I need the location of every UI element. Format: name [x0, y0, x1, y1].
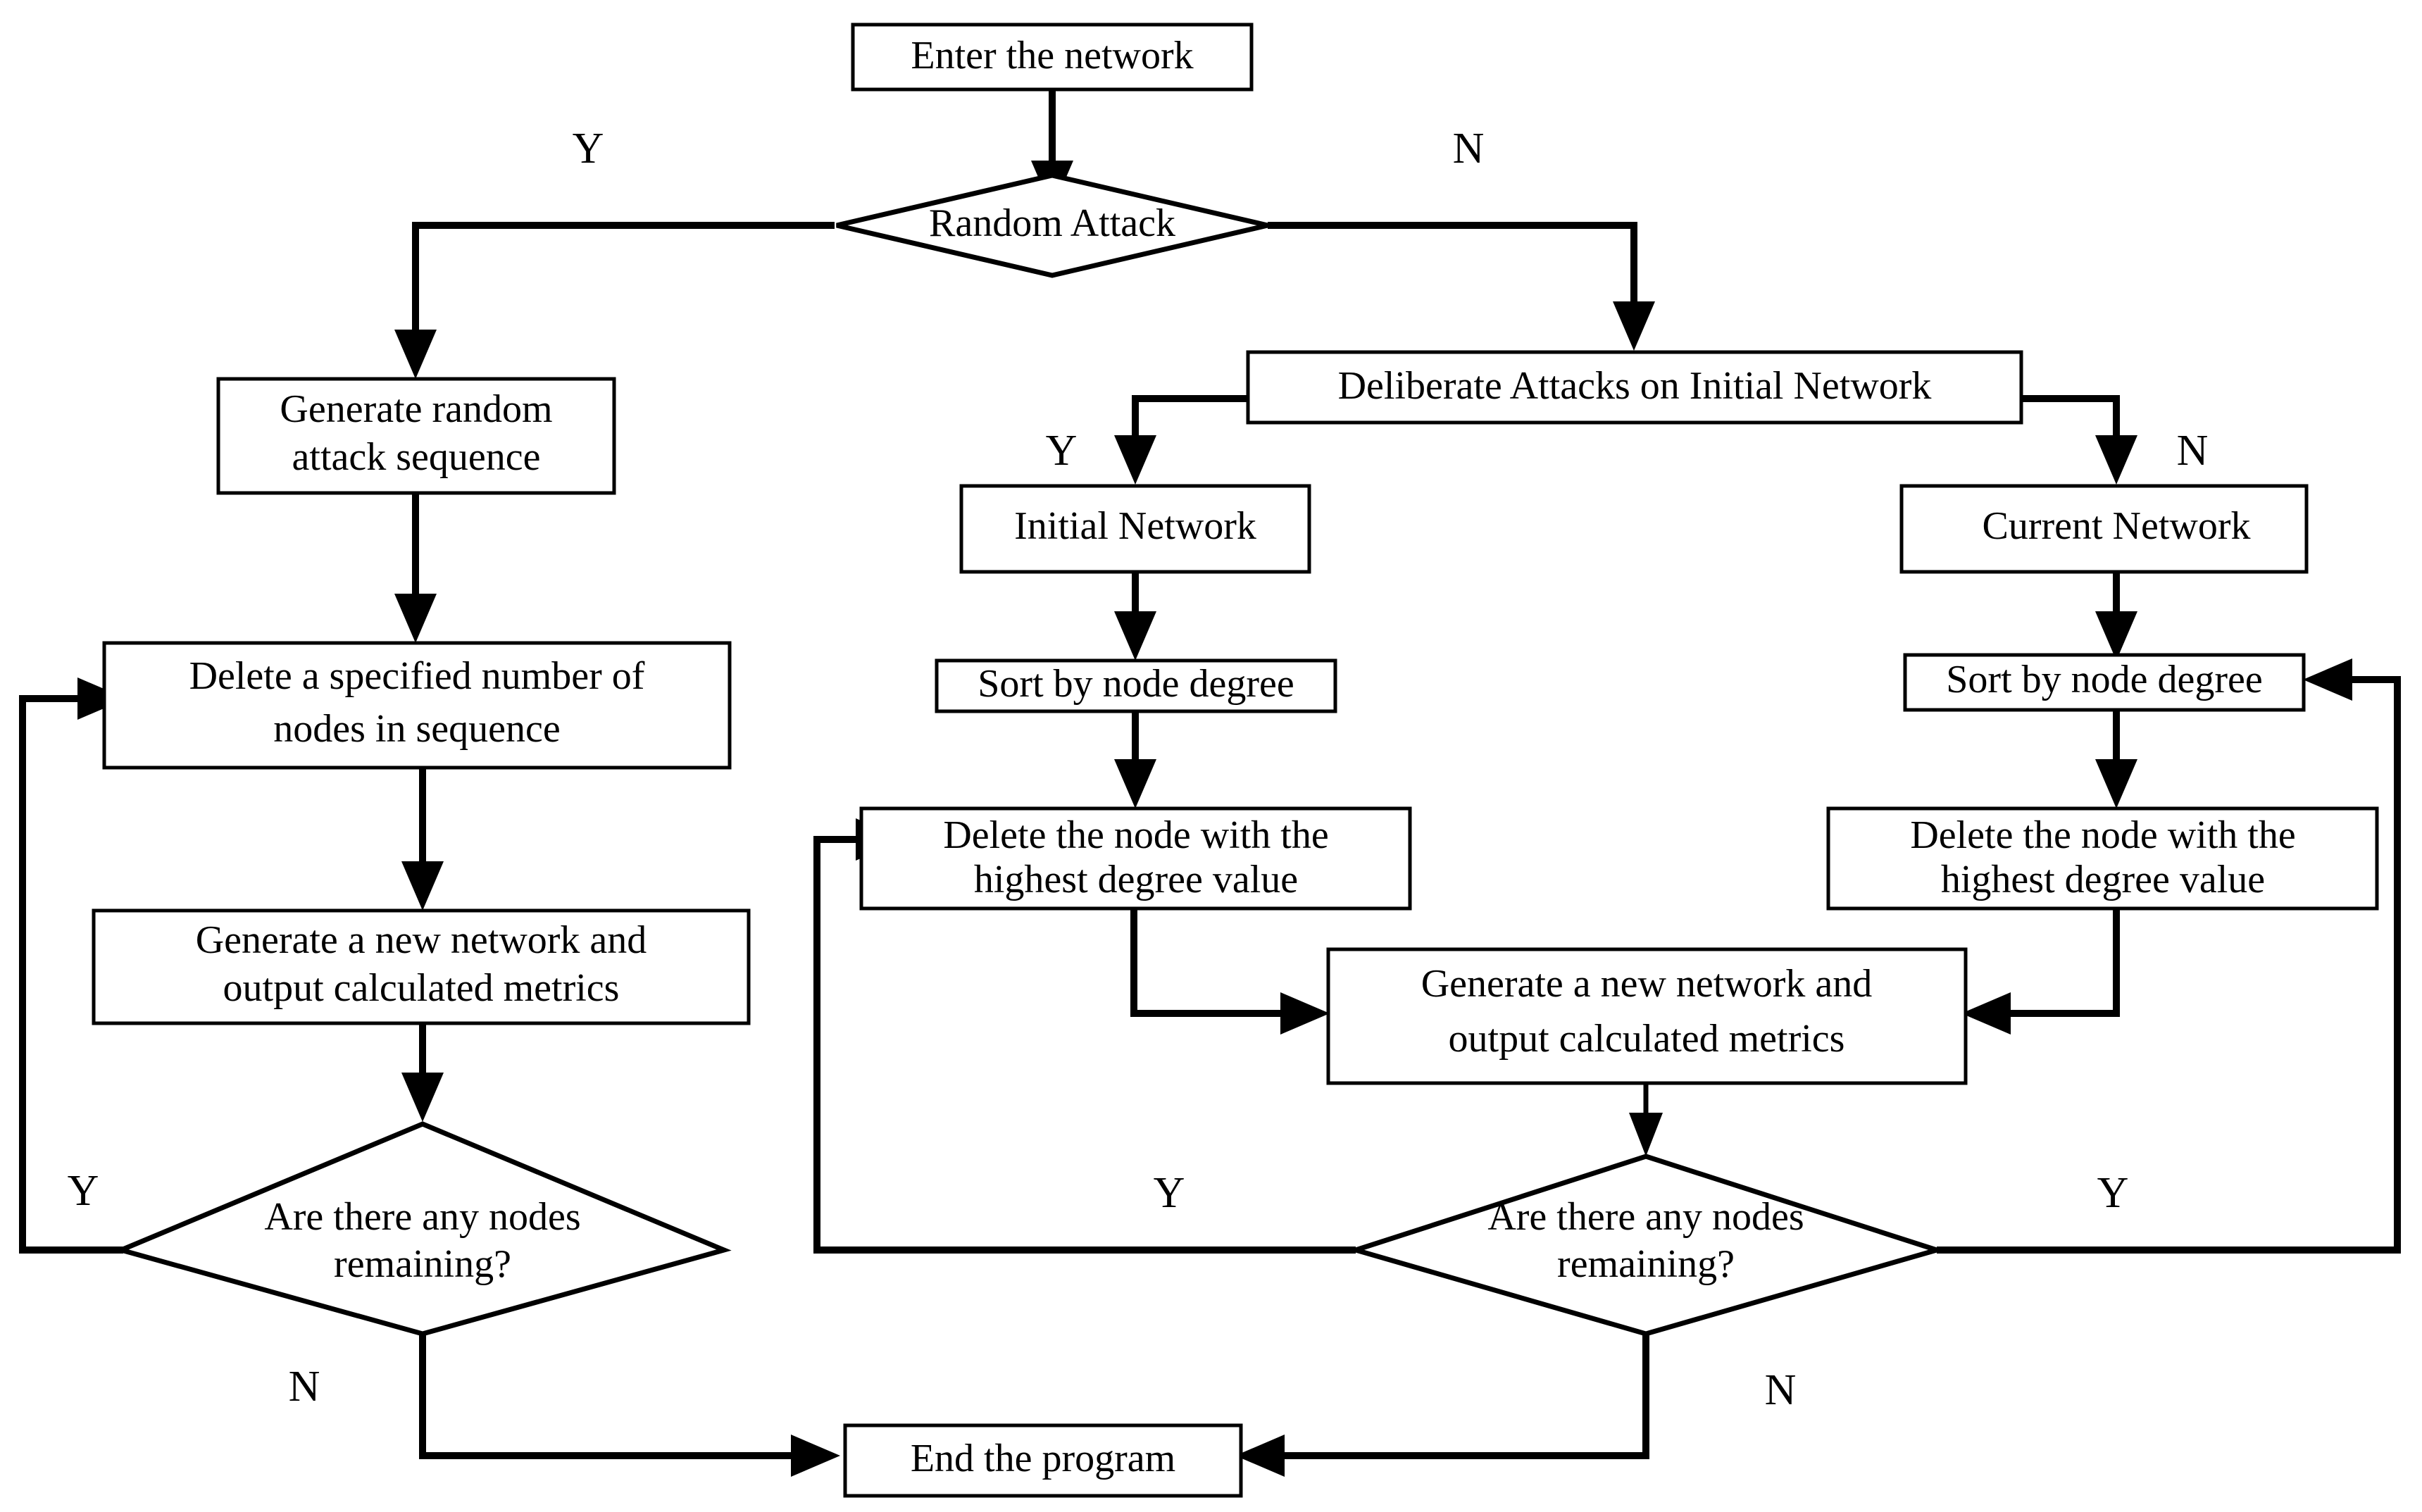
node-deliberate-attacks-label: Deliberate Attacks on Initial Network: [1338, 364, 1932, 408]
edge-delete-right-to-generate-mid: [1961, 908, 2120, 1035]
edge-deliberate-no: [2021, 395, 2137, 485]
edge-random-yes: [394, 222, 835, 379]
node-generate-new-network-middle[interactable]: Generate a new network and output calcul…: [1326, 947, 1968, 1085]
node-generate-new-network-middle-line1: Generate a new network and: [1421, 962, 1873, 1006]
edge-random-no: [1268, 222, 1655, 351]
node-initial-network-label: Initial Network: [1014, 504, 1256, 548]
branch-label-left-loop-no: N: [289, 1363, 320, 1411]
node-nodes-remaining-left-line1: Are there any nodes: [264, 1195, 580, 1239]
edge-initial-to-sort-mid: [1114, 572, 1156, 661]
edge-right-decision-yes-right-loop: [1937, 658, 2401, 1254]
node-nodes-remaining-right-line2: remaining?: [1557, 1242, 1735, 1286]
node-random-attack-label: Random Attack: [929, 201, 1175, 245]
edge-genrandom-to-delete: [394, 493, 437, 643]
edge-current-to-sort-right: [2095, 572, 2137, 661]
node-delete-highest-degree-middle-line1: Delete the node with the: [943, 813, 1328, 857]
node-nodes-remaining-left-line2: remaining?: [334, 1242, 511, 1286]
node-end-program[interactable]: End the program: [843, 1423, 1243, 1498]
node-delete-highest-degree-right-line2: highest degree value: [1941, 858, 2265, 901]
edge-generate-left-to-decision: [401, 1023, 444, 1122]
branch-label-deliberate-yes: Y: [1046, 427, 1078, 475]
node-nodes-remaining-right-line1: Are there any nodes: [1487, 1195, 1804, 1239]
node-current-network[interactable]: Current Network: [1899, 484, 2309, 574]
edge-delete-mid-to-generate-mid: [1130, 908, 1330, 1035]
node-nodes-remaining-right[interactable]: Are there any nodes remaining?: [1347, 1154, 1945, 1337]
branch-label-right-decision-no: N: [1765, 1366, 1797, 1414]
branch-label-left-loop-yes: Y: [68, 1167, 99, 1215]
node-end-program-label: End the program: [911, 1437, 1175, 1480]
edge-left-decision-yes-loop: [19, 677, 127, 1254]
node-nodes-remaining-left[interactable]: Are there any nodes remaining?: [113, 1121, 732, 1337]
node-delete-specified-nodes-line2: nodes in sequence: [273, 707, 560, 751]
node-sort-node-degree-right-label: Sort by node degree: [1946, 658, 2262, 701]
edge-deliberate-yes: [1114, 395, 1248, 485]
node-generate-random-sequence-line2: attack sequence: [292, 435, 541, 479]
node-initial-network[interactable]: Initial Network: [959, 484, 1311, 574]
node-sort-node-degree-middle[interactable]: Sort by node degree: [935, 658, 1337, 713]
branch-label-deliberate-no: N: [2177, 427, 2209, 475]
branch-label-right-decision-yes-right: Y: [2097, 1169, 2129, 1217]
node-enter-network-label: Enter the network: [911, 34, 1193, 77]
edge-sort-right-to-delete-right: [2095, 711, 2137, 808]
node-generate-random-sequence[interactable]: Generate random attack sequence: [216, 377, 616, 495]
node-current-network-label: Current Network: [1982, 504, 2250, 548]
branch-label-random-attack-no: N: [1453, 125, 1485, 173]
edge-left-decision-no-to-end: [419, 1334, 840, 1477]
edge-sort-mid-to-delete-mid: [1114, 711, 1156, 808]
edge-right-decision-no-to-end: [1235, 1334, 1649, 1477]
node-delete-specified-nodes[interactable]: Delete a specified number of nodes in se…: [102, 641, 732, 770]
branch-label-random-attack-yes: Y: [573, 125, 604, 173]
edge-delete-to-generate-left: [401, 768, 444, 911]
branch-label-right-decision-yes-left: Y: [1154, 1169, 1185, 1217]
node-delete-highest-degree-middle-line2: highest degree value: [974, 858, 1298, 901]
node-generate-random-sequence-line1: Generate random: [280, 387, 552, 431]
node-delete-highest-degree-middle[interactable]: Delete the node with the highest degree …: [859, 806, 1412, 911]
node-sort-node-degree-middle-label: Sort by node degree: [978, 662, 1294, 706]
node-delete-highest-degree-right[interactable]: Delete the node with the highest degree …: [1826, 806, 2379, 911]
node-generate-new-network-left[interactable]: Generate a new network and output calcul…: [92, 908, 751, 1025]
node-deliberate-attacks[interactable]: Deliberate Attacks on Initial Network: [1246, 350, 2023, 425]
node-generate-new-network-left-line1: Generate a new network and: [196, 918, 647, 962]
node-delete-highest-degree-right-line1: Delete the node with the: [1910, 813, 2295, 857]
node-sort-node-degree-right[interactable]: Sort by node degree: [1903, 653, 2306, 712]
edge-generate-mid-to-decision: [1629, 1082, 1663, 1156]
node-generate-new-network-left-line2: output calculated metrics: [223, 966, 620, 1010]
node-enter-network[interactable]: Enter the network: [851, 23, 1254, 92]
node-generate-new-network-middle-line2: output calculated metrics: [1449, 1017, 1845, 1061]
node-random-attack[interactable]: Random Attack: [836, 173, 1268, 278]
node-delete-specified-nodes-line1: Delete a specified number of: [189, 654, 645, 698]
